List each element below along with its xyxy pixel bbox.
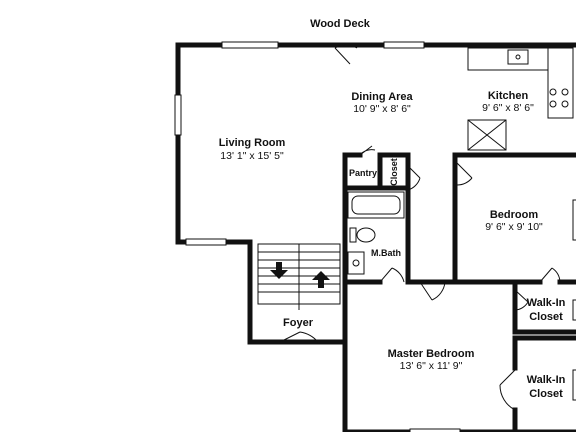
dining-area-dimensions: 10' 9" x 8' 6": [353, 103, 411, 115]
kitchen-dimensions: 9' 6" x 8' 6": [482, 102, 534, 114]
doors: [279, 44, 561, 411]
bath-fixtures: [347, 191, 405, 275]
wood-deck-label: Wood Deck: [310, 18, 371, 30]
kitchen-fixtures: [467, 47, 574, 151]
foyer-label: Foyer: [283, 317, 314, 329]
room-labels: Wood Deck Dining Area 10' 9" x 8' 6" Kit…: [219, 18, 566, 400]
stairs: [257, 243, 341, 310]
living-room-dimensions: 13' 1" x 15' 5": [220, 150, 284, 162]
stair-up-arrow-icon: [312, 271, 330, 288]
bedroom-label: Bedroom: [490, 209, 539, 221]
m-bath-label: M.Bath: [371, 248, 401, 258]
master-bedroom-label: Master Bedroom: [388, 348, 475, 360]
kitchen-label: Kitchen: [488, 90, 529, 102]
bedroom-dimensions: 9' 6" x 9' 10": [485, 221, 543, 233]
stair-down-arrow-icon: [270, 262, 288, 279]
walls: [175, 42, 576, 432]
living-room-label: Living Room: [219, 137, 286, 149]
master-bedroom-dimensions: 13' 6" x 11' 9": [400, 360, 463, 372]
closet-label: Closet: [389, 158, 399, 186]
walk-in-closet-1-label-line1: Walk-In: [527, 297, 566, 309]
pantry-label: Pantry: [349, 168, 377, 178]
walk-in-closet-2-label-line2: Closet: [529, 388, 563, 400]
walk-in-closet-2-label-line1: Walk-In: [527, 374, 566, 386]
walk-in-closet-1-label-line2: Closet: [529, 311, 563, 323]
dining-area-label: Dining Area: [351, 91, 413, 103]
windows: [174, 41, 576, 432]
